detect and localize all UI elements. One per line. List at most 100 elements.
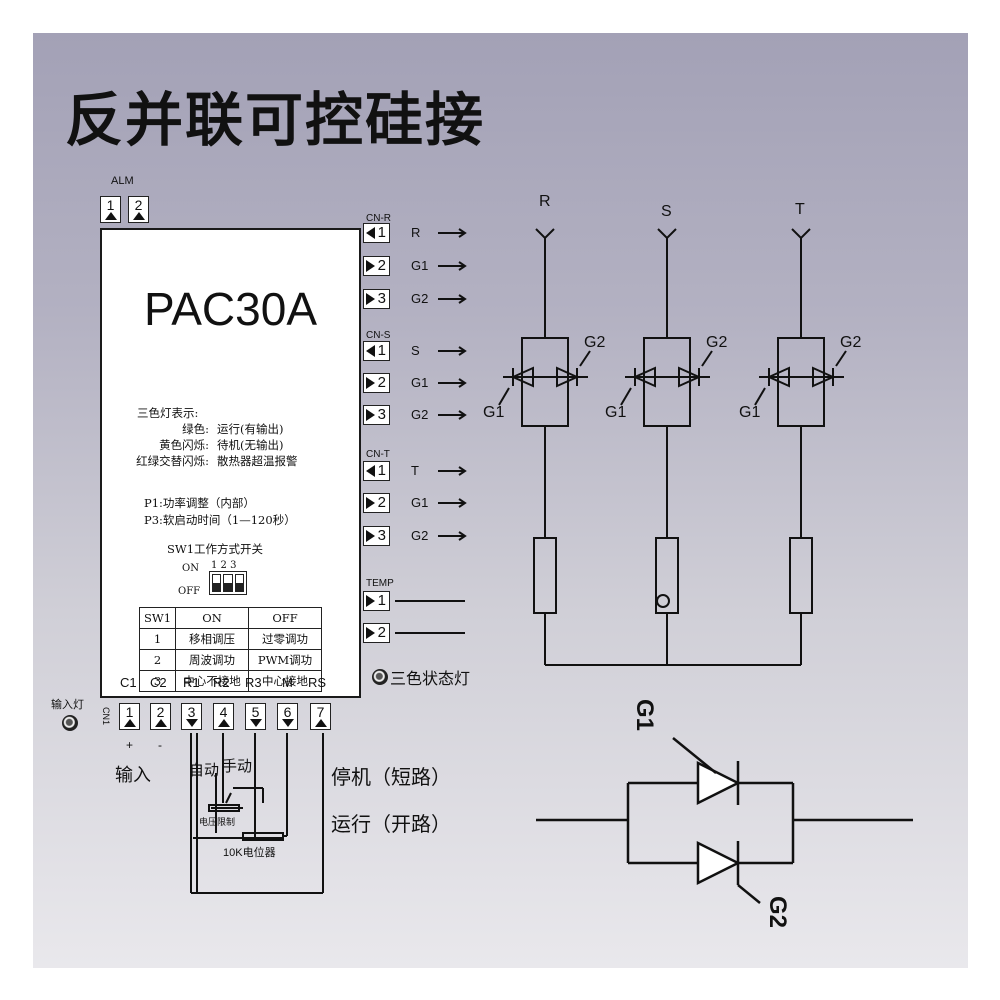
led-info-yellow-desc: 待机(无输出)	[217, 438, 284, 452]
down-arrow-icon	[250, 719, 262, 727]
temp-pin-1: 1	[363, 591, 390, 611]
pin-label-c1: C1	[120, 675, 137, 690]
right-arrow-icon	[366, 627, 375, 639]
up-arrow-icon	[133, 212, 145, 220]
cn-t-pin-1: 1	[363, 461, 390, 481]
alm-label: ALM	[111, 175, 134, 187]
dip-switch[interactable]	[209, 571, 247, 595]
phase-r-g2-label: G2	[584, 334, 606, 351]
dip-numbers: 1 2 3	[211, 560, 237, 571]
up-arrow-icon	[315, 719, 327, 727]
status-led-label: 三色状态灯	[390, 669, 471, 688]
phase-lines	[521, 228, 825, 666]
dip-switch-1[interactable]	[212, 574, 222, 592]
alm-terminal-1: 1	[100, 196, 121, 223]
right-arrow-icon	[366, 377, 375, 389]
cn-r-signal-2: G1	[411, 258, 429, 273]
led-info-yellow-label: 黄色闪烁:	[159, 438, 209, 452]
cn-t-signal-2: G1	[411, 495, 429, 510]
sw1-title: SW1工作方式开关	[167, 542, 264, 556]
right-arrow-icon	[366, 530, 375, 542]
note-10k-pot: 10K电位器	[223, 847, 276, 859]
phase-s-g1-label: G1	[605, 404, 627, 421]
phase-t-label: T	[795, 201, 805, 218]
down-arrow-icon	[186, 719, 198, 727]
cn-s-signal-1: S	[411, 343, 420, 358]
detail-g1-label: G1	[631, 698, 659, 732]
page-title: 反并联可控硅接	[65, 86, 486, 154]
connector-cn-s-label: CN-S	[366, 330, 391, 341]
cn1-label: CN1	[101, 707, 111, 726]
pin-label-rs: RS	[308, 675, 327, 690]
cn-t-signal-3: G2	[411, 528, 429, 543]
note-input: 输入	[115, 765, 151, 786]
led-info-green-desc: 运行(有输出)	[217, 422, 284, 436]
input-led-icon	[62, 715, 78, 731]
cn-s-signal-2: G1	[411, 375, 429, 390]
connector-cn-t-label: CN-T	[366, 449, 390, 460]
cn-s-pin-2: 2	[363, 373, 390, 393]
up-arrow-icon	[124, 719, 136, 727]
down-arrow-icon	[282, 719, 294, 727]
pot-p1-note: P1:功率调整（内部）	[144, 496, 255, 510]
detail-g2-label: G2	[764, 895, 792, 929]
pin-label-c2: C2	[150, 675, 167, 690]
right-arrow-icon	[366, 260, 375, 272]
model-name: PAC30A	[143, 283, 318, 335]
up-arrow-icon	[105, 212, 117, 220]
cn-r-pin-2: 2	[363, 256, 390, 276]
cn1-pin-7: 7	[310, 703, 331, 730]
table-header-row: SW1 ON OFF	[138, 607, 323, 629]
cn-r-signal-3: G2	[411, 291, 429, 306]
right-arrow-icon	[366, 497, 375, 509]
cn-s-pin-1: 1	[363, 341, 390, 361]
load-marker	[656, 594, 670, 608]
dip-switch-3[interactable]	[234, 574, 244, 592]
cn1-pin-6: 6	[277, 703, 298, 730]
temp-pin-2: 2	[363, 623, 390, 643]
left-arrow-icon	[366, 227, 375, 239]
cn-s-pin-3: 3	[363, 405, 390, 425]
right-arrow-icon	[366, 409, 375, 421]
dip-on-label: ON	[182, 563, 199, 574]
led-info-title: 三色灯表示:	[137, 406, 199, 420]
led-info-alarm-label: 红绿交替闪烁:	[136, 454, 209, 468]
cn-t-pin-3: 3	[363, 526, 390, 546]
connector-cn-r-label: CN-R	[366, 213, 391, 224]
cn1-pin-2: 2	[150, 703, 171, 730]
phase-t-g2-label: G2	[840, 334, 862, 351]
cn-t-signal-1: T	[411, 463, 419, 478]
cn-r-pin-1: 1	[363, 223, 390, 243]
scr-detail-symbol	[536, 737, 913, 904]
cn1-pin-4: 4	[213, 703, 234, 730]
up-arrow-icon	[155, 719, 167, 727]
pin-label-r1: R1	[183, 675, 200, 690]
pot-p3-note: P3:软启动时间（1—120秒）	[144, 513, 296, 527]
phase-thyristors	[498, 350, 847, 406]
pin-label-r2: R2	[213, 675, 230, 690]
dip-off-label: OFF	[178, 586, 201, 597]
left-arrow-icon	[366, 465, 375, 477]
phase-s-label: S	[661, 203, 672, 220]
note-manual: 手动	[222, 757, 253, 775]
phase-r-g1-label: G1	[483, 404, 505, 421]
note-stop: 停机（短路）	[331, 765, 451, 789]
right-arrow-icon	[366, 595, 375, 607]
alm-terminal-2: 2	[128, 196, 149, 223]
phase-t-g1-label: G1	[739, 404, 761, 421]
phase-s-g2-label: G2	[706, 334, 728, 351]
pac30a-module: PAC30A 三色灯表示: 绿色: 运行(有输出) 黄色闪烁: 待机(无输出) …	[100, 228, 361, 698]
pin-label-m: M	[282, 675, 293, 690]
dip-switch-2[interactable]	[223, 574, 233, 592]
cn1-minus-sign: -	[158, 738, 162, 752]
pin-label-r3: R3	[245, 675, 262, 690]
cn-r-pin-3: 3	[363, 289, 390, 309]
cn1-plus-sign: +	[126, 738, 134, 752]
cn-t-pin-2: 2	[363, 493, 390, 513]
cn-s-signal-3: G2	[411, 407, 429, 422]
note-voltage-limit: 电压限制	[199, 817, 236, 827]
right-arrow-icon	[366, 293, 375, 305]
phase-r-label: R	[539, 193, 551, 210]
